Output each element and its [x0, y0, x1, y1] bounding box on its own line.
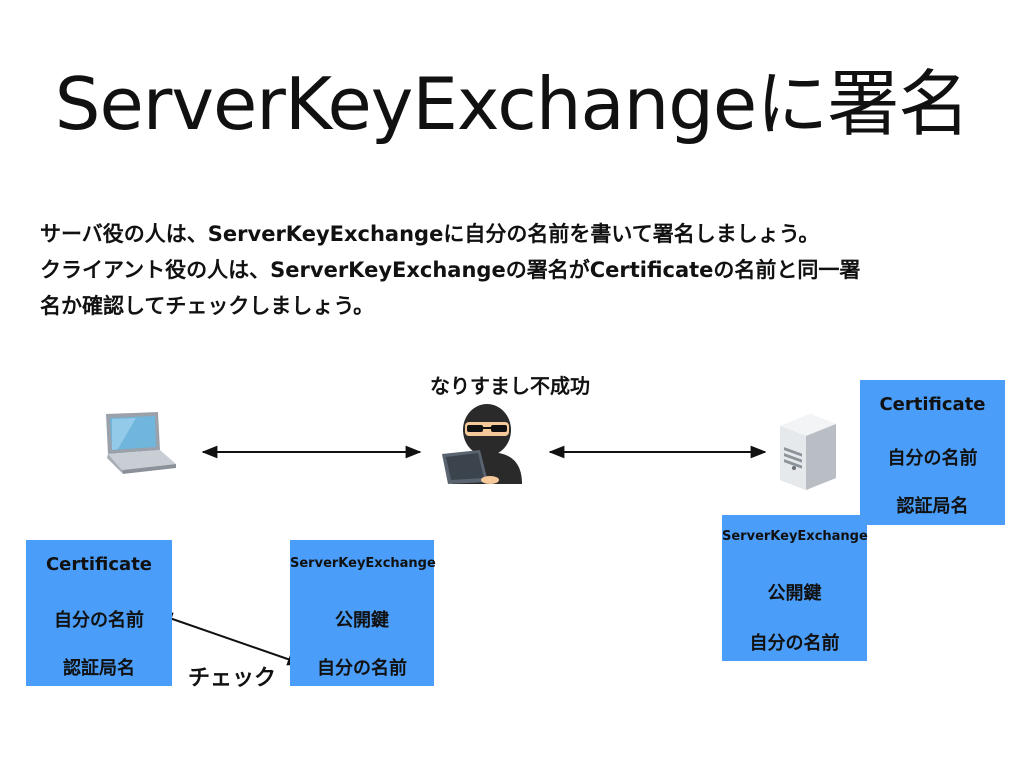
card-title: ServerKeyExchange: [722, 529, 868, 544]
server-certificate-card: Certificate 自分の名前 認証局名: [860, 380, 1005, 525]
card-key: 公開鍵: [335, 610, 389, 631]
card-name: 自分の名前: [887, 448, 978, 469]
description-line: クライアント役の人は、ServerKeyExchangeの署名がCertific…: [40, 258, 861, 282]
client-ske-card: ServerKeyExchange 公開鍵 自分の名前: [290, 540, 436, 686]
server-ske-card: ServerKeyExchange 公開鍵 自分の名前: [722, 515, 868, 661]
card-issuer: 認証局名: [63, 658, 135, 679]
card-name: 自分の名前: [54, 610, 144, 631]
check-label: チェック: [188, 666, 277, 691]
card-name: 自分の名前: [317, 658, 407, 679]
hacker-icon: [442, 404, 522, 484]
card-name: 自分の名前: [749, 633, 840, 654]
card-title: Certificate: [879, 394, 986, 415]
card-issuer: 認証局名: [896, 496, 969, 517]
description-line: サーバ役の人は、ServerKeyExchangeに自分の名前を書いて署名しまし…: [40, 222, 820, 246]
card-key: 公開鍵: [767, 583, 822, 604]
server-icon: [780, 414, 836, 490]
description-line: 名か確認してチェックしましょう。: [40, 294, 375, 318]
card-title: Certificate: [45, 554, 153, 575]
check-arrow: [156, 612, 304, 666]
card-title: ServerKeyExchange: [290, 556, 436, 571]
client-certificate-card: Certificate 自分の名前 認証局名: [26, 540, 172, 686]
slide-title: ServerKeyExchangeに署名: [54, 62, 970, 146]
laptop-icon: [106, 412, 176, 474]
impersonation-label: なりすまし不成功: [430, 374, 590, 398]
description: サーバ役の人は、ServerKeyExchangeに自分の名前を書いて署名しまし…: [40, 216, 1000, 324]
